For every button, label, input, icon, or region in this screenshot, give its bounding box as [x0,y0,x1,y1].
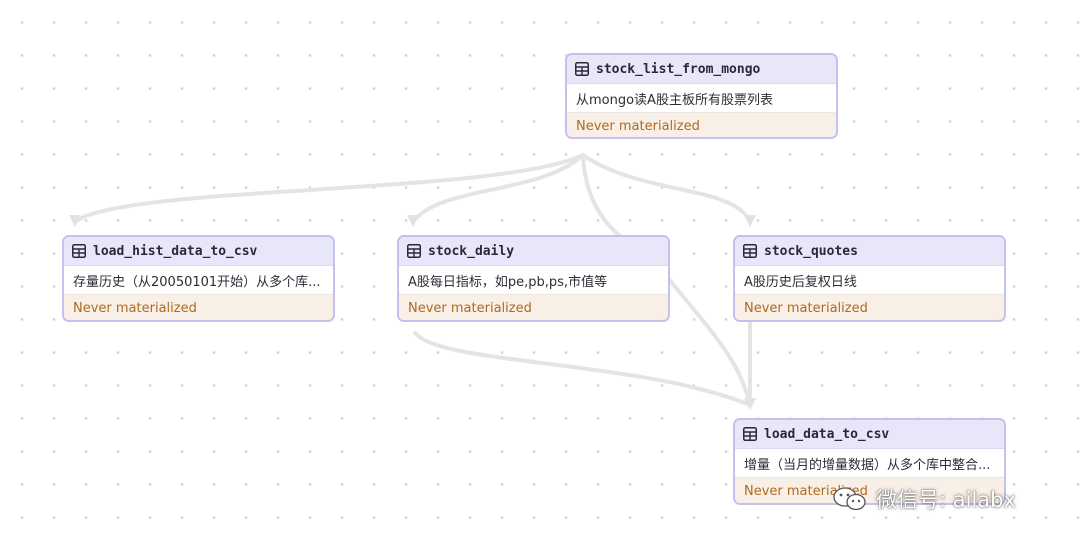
asset-status: Never materialized [399,295,668,320]
asset-title: stock_list_from_mongo [596,61,761,77]
table-icon [72,244,86,258]
table-icon [743,244,757,258]
arrowhead-stock-daily [407,215,419,227]
asset-description: 从mongo读A股主板所有股票列表 [567,84,836,113]
asset-node-header: stock_quotes [735,237,1004,266]
watermark: 微信号: ailabx [832,484,1016,514]
asset-node-stock-daily[interactable]: stock_daily A股每日指标，如pe,pb,ps,市值等 Never m… [397,235,670,322]
asset-status: Never materialized [64,295,333,320]
asset-node-header: stock_daily [399,237,668,266]
asset-node-stock-list-from-mongo[interactable]: stock_list_from_mongo 从mongo读A股主板所有股票列表 … [565,53,838,139]
asset-description: A股每日指标，如pe,pb,ps,市值等 [399,266,668,295]
edge-stock-daily-to-load-data [413,331,752,407]
asset-node-header: load_data_to_csv [735,420,1004,449]
edge-stock-list-to-stock-quotes [581,153,752,224]
asset-description: 存量历史（从20050101开始）从多个库... [64,266,333,295]
asset-node-load-hist-data-to-csv[interactable]: load_hist_data_to_csv 存量历史（从20050101开始）从… [62,235,335,322]
edge-stock-daily-corner-to-load-data [666,276,752,407]
asset-status: Never materialized [567,113,836,137]
edge-stock-list-to-load-hist [73,153,585,224]
asset-title: stock_daily [428,243,515,259]
arrowhead-load-hist [69,215,81,227]
asset-status: Never materialized [735,295,1004,320]
table-icon [407,244,421,258]
wechat-icon [833,487,866,511]
asset-description: A股历史后复权日线 [735,266,1004,295]
table-icon [743,427,757,441]
asset-description: 增量（当月的增量数据）从多个库中整合... [735,449,1004,478]
asset-title: load_hist_data_to_csv [93,243,258,259]
edge-stock-list-to-load-data [581,153,627,242]
asset-node-stock-quotes[interactable]: stock_quotes A股历史后复权日线 Never materialize… [733,235,1006,322]
table-icon [575,62,589,76]
asset-node-header: stock_list_from_mongo [567,55,836,84]
asset-node-header: load_hist_data_to_csv [64,237,333,266]
watermark-text: 微信号: ailabx [876,488,1016,512]
edge-stock-list-to-stock-daily [411,153,585,224]
asset-title: stock_quotes [764,243,858,259]
asset-title: load_data_to_csv [764,426,890,442]
arrowhead-load-data [744,398,756,410]
arrowhead-stock-quotes [744,215,756,227]
